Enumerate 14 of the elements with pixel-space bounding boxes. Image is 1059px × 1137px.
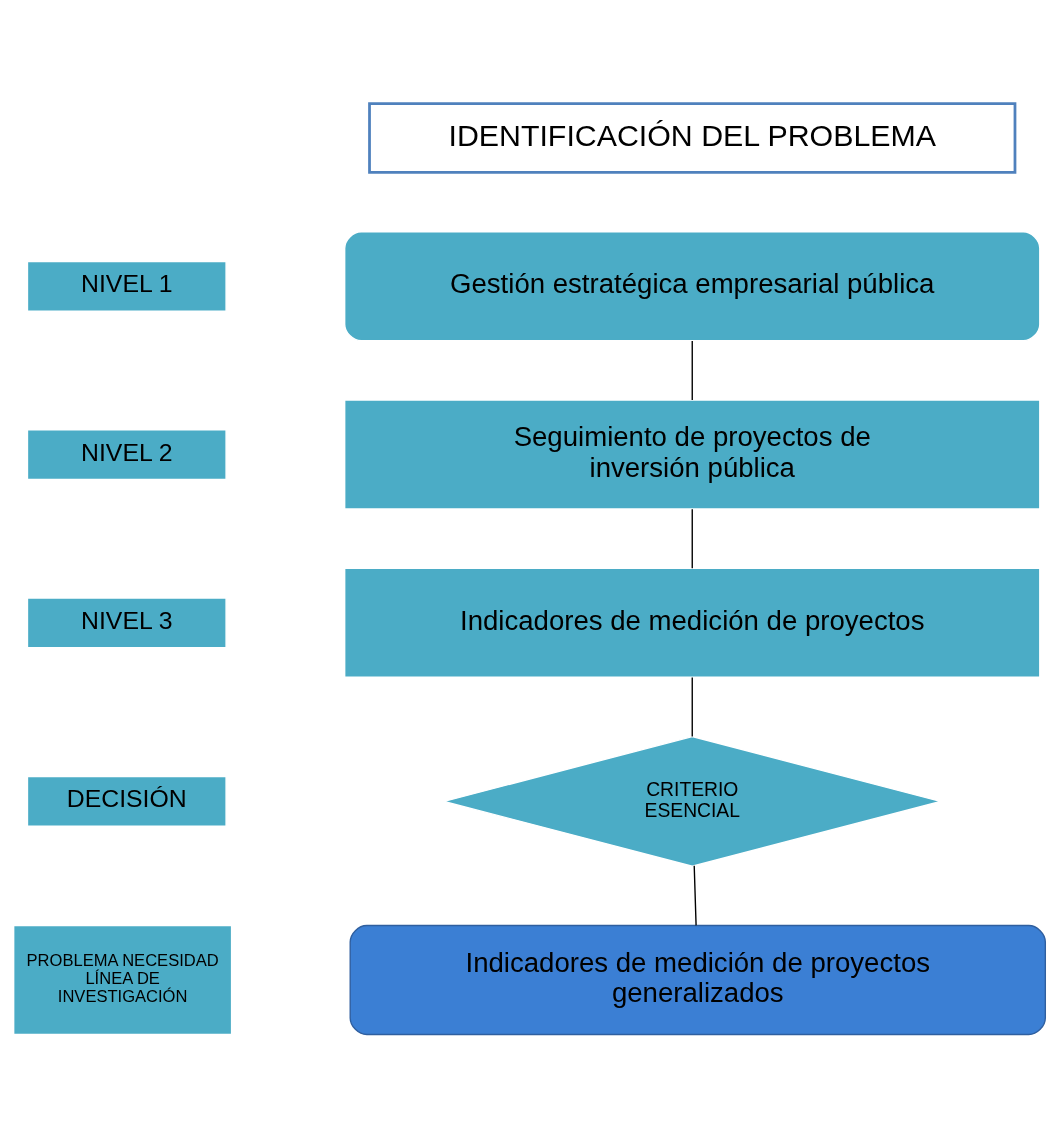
node-box: Gestión estratégica empresarial pública [344,230,1041,341]
connector [693,864,697,926]
node-box: NIVEL 1 [26,260,227,312]
node-box: Indicadores de medición de proyectos generalizados [349,924,1046,1035]
node-box: NIVEL 2 [26,428,227,480]
node-box: IDENTIFICACIÓN DEL PROBLEMA [368,101,1017,174]
node-box: Indicadores de medición de proyectos [344,567,1041,678]
node-box: DECISIÓN [26,775,227,827]
node-box: PROBLEMA NECESIDAD LÍNEA DE INVESTIGACIÓN [13,924,233,1035]
connector [691,676,693,737]
node-box: Seguimiento de proyectos de inversión pública [344,398,1041,510]
node-box: NIVEL 3 [26,596,227,648]
connector [691,339,693,401]
connector [691,508,693,569]
